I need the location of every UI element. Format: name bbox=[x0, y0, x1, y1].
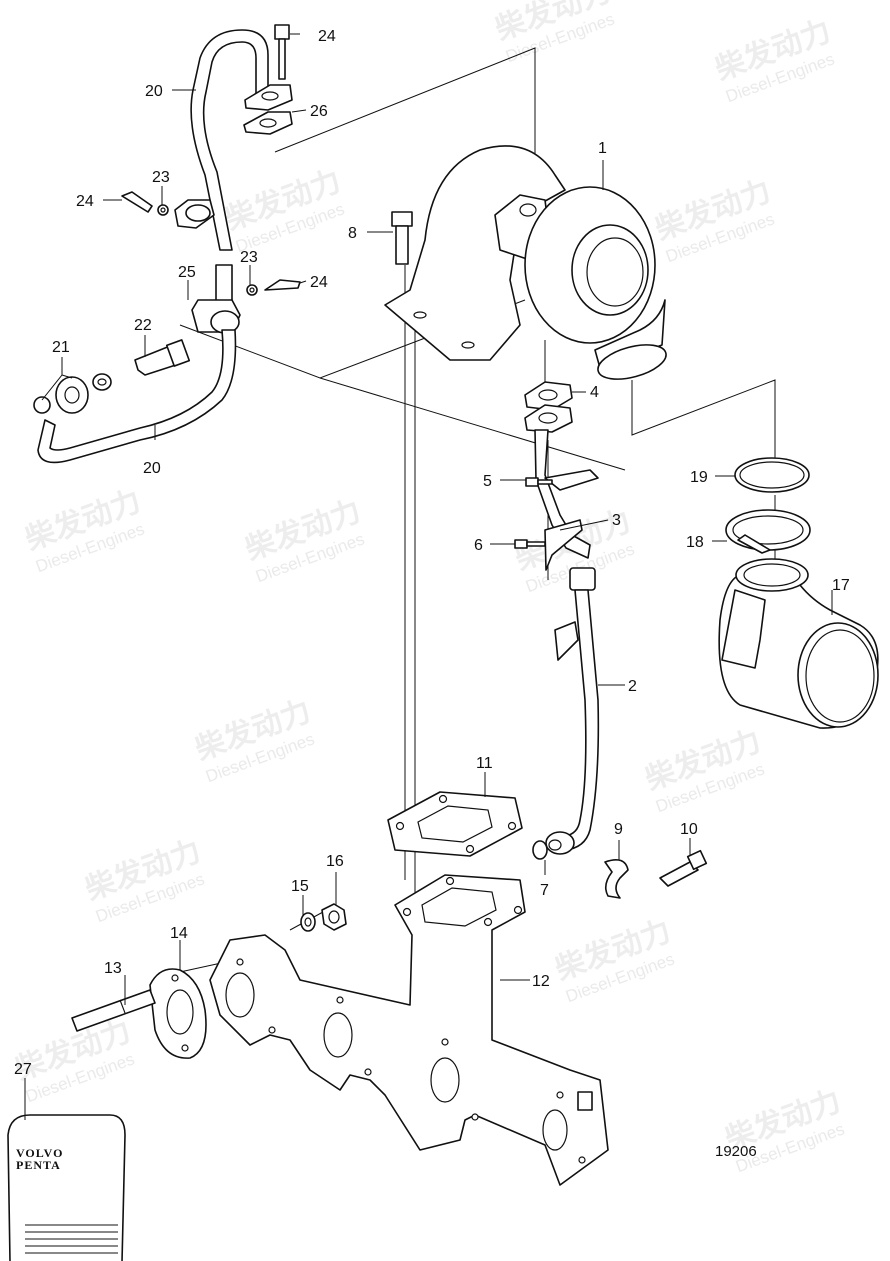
o-ring-19 bbox=[734, 457, 810, 493]
gasket-26 bbox=[243, 111, 293, 135]
callout-23-lower: 23 bbox=[240, 249, 258, 266]
bolt-24-top bbox=[274, 24, 290, 80]
callout-8: 8 bbox=[348, 225, 357, 242]
callout-20-upper: 20 bbox=[145, 83, 163, 100]
callout-14: 14 bbox=[170, 925, 188, 942]
callout-24-top: 24 bbox=[318, 28, 336, 45]
washer-15 bbox=[300, 912, 316, 932]
callout-13: 13 bbox=[104, 960, 122, 977]
watermark-2: 柴发动力 Diesel-Engines bbox=[711, 14, 837, 107]
callout-17: 17 bbox=[832, 577, 850, 594]
watermark-4: 柴发动力 Diesel-Engines bbox=[651, 174, 777, 267]
banjo-fitting-21-22 bbox=[33, 339, 191, 414]
oil-drain-pipe bbox=[534, 429, 599, 571]
callout-leaders bbox=[24, 33, 833, 1120]
callout-25: 25 bbox=[178, 264, 196, 281]
pipe-flange-upper bbox=[244, 84, 293, 111]
manual-book-27: VOLVO PENTA bbox=[7, 1114, 126, 1261]
gasket-4 bbox=[524, 381, 573, 411]
callout-24-left: 24 bbox=[76, 193, 94, 210]
oil-pipe-lower bbox=[37, 329, 237, 464]
callout-12: 12 bbox=[532, 973, 550, 990]
watermark-3: 柴发动力 Diesel-Engines bbox=[221, 164, 347, 257]
callout-27: 27 bbox=[14, 1061, 32, 1078]
intake-elbow-17 bbox=[718, 558, 879, 729]
bolt-8 bbox=[391, 211, 413, 265]
callout-labels: 1 2 3 4 5 6 7 8 9 10 11 12 13 14 15 16 1… bbox=[14, 28, 850, 1078]
manual-brand-line1: VOLVO bbox=[16, 1146, 63, 1160]
watermark-13: 柴发动力 Diesel-Engines bbox=[721, 1084, 847, 1177]
callout-2: 2 bbox=[628, 678, 637, 695]
callout-5: 5 bbox=[483, 473, 492, 490]
bolt-10 bbox=[659, 849, 708, 887]
callout-3: 3 bbox=[612, 512, 621, 529]
manual-brand-line2: PENTA bbox=[16, 1158, 61, 1172]
pipe-clip-upper bbox=[121, 191, 215, 229]
callout-7: 7 bbox=[540, 882, 549, 899]
drain-flange bbox=[524, 404, 573, 433]
watermark-1: 柴发动力 Diesel-Engines bbox=[491, 0, 617, 66]
bolt-6 bbox=[514, 539, 546, 549]
watermark-5: 柴发动力 Diesel-Engines bbox=[21, 484, 147, 577]
hose-clamp-18 bbox=[725, 509, 811, 554]
pipe-clip-lower bbox=[191, 279, 301, 334]
callout-22: 22 bbox=[134, 317, 152, 334]
callout-26: 26 bbox=[310, 103, 328, 120]
callout-1: 1 bbox=[598, 140, 607, 157]
watermark-10: 柴发动力 Diesel-Engines bbox=[81, 834, 207, 927]
watermark-8: 柴发动力 Diesel-Engines bbox=[191, 694, 317, 787]
callout-11: 11 bbox=[476, 755, 493, 772]
exhaust-manifold-12 bbox=[209, 874, 609, 1186]
oil-return-pipe bbox=[545, 567, 600, 855]
drawing-reference-number: 19206 bbox=[715, 1143, 757, 1160]
watermark-9: 柴发动力 Diesel-Engines bbox=[641, 724, 767, 817]
nut-16 bbox=[321, 903, 347, 931]
stud-13 bbox=[71, 989, 156, 1032]
watermark-11: 柴发动力 Diesel-Engines bbox=[551, 914, 677, 1007]
callout-9: 9 bbox=[614, 821, 623, 838]
callout-19: 19 bbox=[690, 469, 708, 486]
callout-21: 21 bbox=[52, 339, 70, 356]
callout-18: 18 bbox=[686, 534, 704, 551]
callout-16: 16 bbox=[326, 853, 344, 870]
callout-23-upper: 23 bbox=[152, 169, 170, 186]
gasket-14 bbox=[149, 968, 207, 1059]
callout-15: 15 bbox=[291, 878, 309, 895]
retaining-clip-9 bbox=[604, 859, 629, 899]
turbocharger bbox=[384, 145, 667, 380]
bolt-5 bbox=[525, 477, 553, 487]
watermark-6: 柴发动力 Diesel-Engines bbox=[241, 494, 367, 587]
oil-pipe-upper bbox=[190, 29, 269, 306]
seal-ring-7 bbox=[532, 840, 548, 860]
callout-24-right: 24 bbox=[310, 274, 328, 291]
gasket-11 bbox=[387, 791, 523, 857]
callout-20-lower: 20 bbox=[143, 460, 161, 477]
callout-6: 6 bbox=[474, 537, 483, 554]
callout-10: 10 bbox=[680, 821, 698, 838]
callout-4: 4 bbox=[590, 384, 599, 401]
